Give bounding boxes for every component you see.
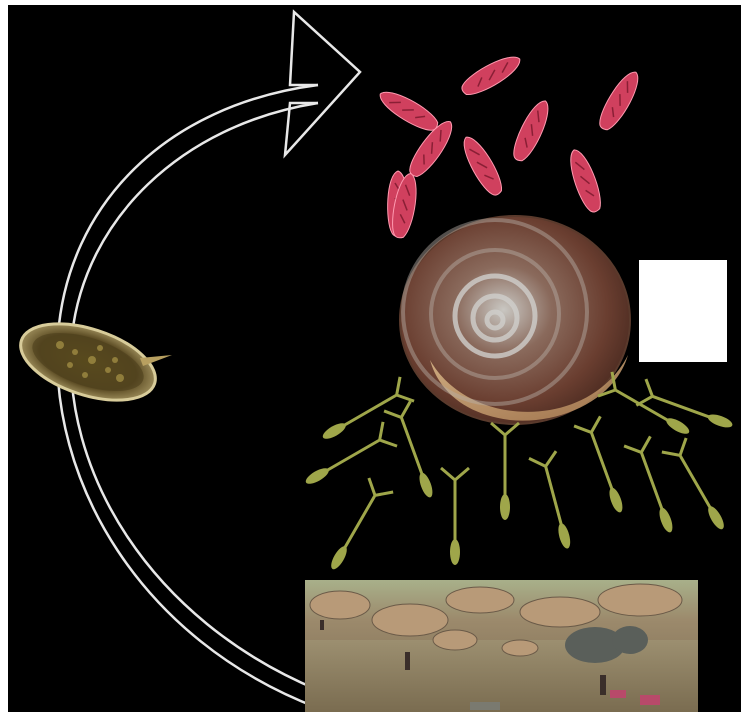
river-photo-icon	[305, 580, 698, 712]
blank-label-box	[639, 260, 727, 362]
snail-shell-icon	[400, 216, 630, 424]
